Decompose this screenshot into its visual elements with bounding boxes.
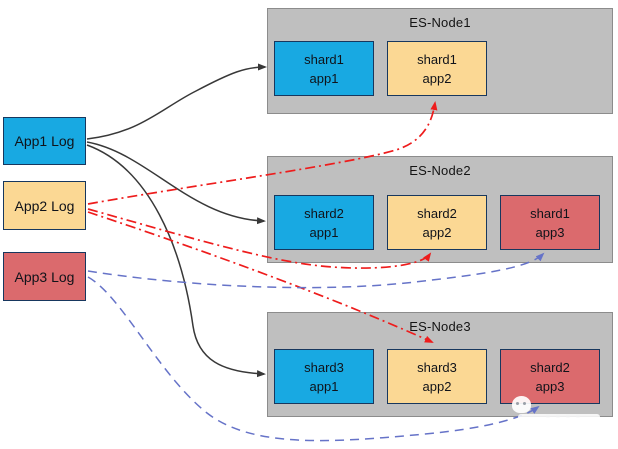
node-es-node1: ES-Node1 shard1 app1 shard1 app2 xyxy=(267,8,613,114)
shard-line2: app3 xyxy=(535,378,565,394)
shard-line2: app3 xyxy=(535,224,565,240)
edge-app1-to-node1-shard1 xyxy=(86,63,267,140)
shard-line2: app1 xyxy=(309,70,339,86)
watermark-blur-bar xyxy=(518,414,600,439)
shard-line1: shard2 xyxy=(304,205,344,221)
shard-node2-shard1-app3: shard1 app3 xyxy=(500,195,600,250)
shard-node3-shard3-app1: shard3 app1 xyxy=(274,349,374,404)
source-label: App2 Log xyxy=(14,197,75,214)
shard-node2-shard2-app1: shard2 app1 xyxy=(274,195,374,250)
shard-node3-shard3-app2: shard3 app2 xyxy=(387,349,487,404)
watermark-blur-bar xyxy=(556,424,613,445)
shard-line1: shard2 xyxy=(530,359,570,375)
source-app1-log: App1 Log xyxy=(3,117,86,165)
shard-node1-shard1-app1: shard1 app1 xyxy=(274,41,374,96)
shard-line2: app1 xyxy=(309,224,339,240)
edge-app1-to-node2-shard2 xyxy=(86,141,266,225)
shard-line1: shard2 xyxy=(417,205,457,221)
shard-line2: app2 xyxy=(422,378,452,394)
source-app2-log: App2 Log xyxy=(3,181,86,230)
edge-app1-to-node3-shard3 xyxy=(86,144,266,378)
shard-node2-shard2-app2: shard2 app2 xyxy=(387,195,487,250)
shard-line1: shard1 xyxy=(530,205,570,221)
node-es-node2: ES-Node2 shard2 app1 shard2 app2 shard1 … xyxy=(267,156,613,263)
shard-line1: shard1 xyxy=(304,51,344,67)
shard-line1: shard3 xyxy=(417,359,457,375)
node-title: ES-Node1 xyxy=(409,15,471,30)
node-title: ES-Node3 xyxy=(409,319,471,334)
shard-line2: app1 xyxy=(309,378,339,394)
shard-line2: app2 xyxy=(422,224,452,240)
shard-line2: app2 xyxy=(422,70,452,86)
source-label: App1 Log xyxy=(14,133,75,149)
source-label: App3 Log xyxy=(14,268,75,285)
shard-node3-shard2-app3: shard2 app3 xyxy=(500,349,600,404)
shard-line1: shard1 xyxy=(417,51,457,67)
shard-line1: shard3 xyxy=(304,359,344,375)
shard-node1-shard1-app2: shard1 app2 xyxy=(387,41,487,96)
node-title: ES-Node2 xyxy=(409,163,471,178)
source-app3-log: App3 Log xyxy=(3,252,86,301)
node-es-node3: ES-Node3 shard3 app1 shard3 app2 shard2 … xyxy=(267,312,613,417)
